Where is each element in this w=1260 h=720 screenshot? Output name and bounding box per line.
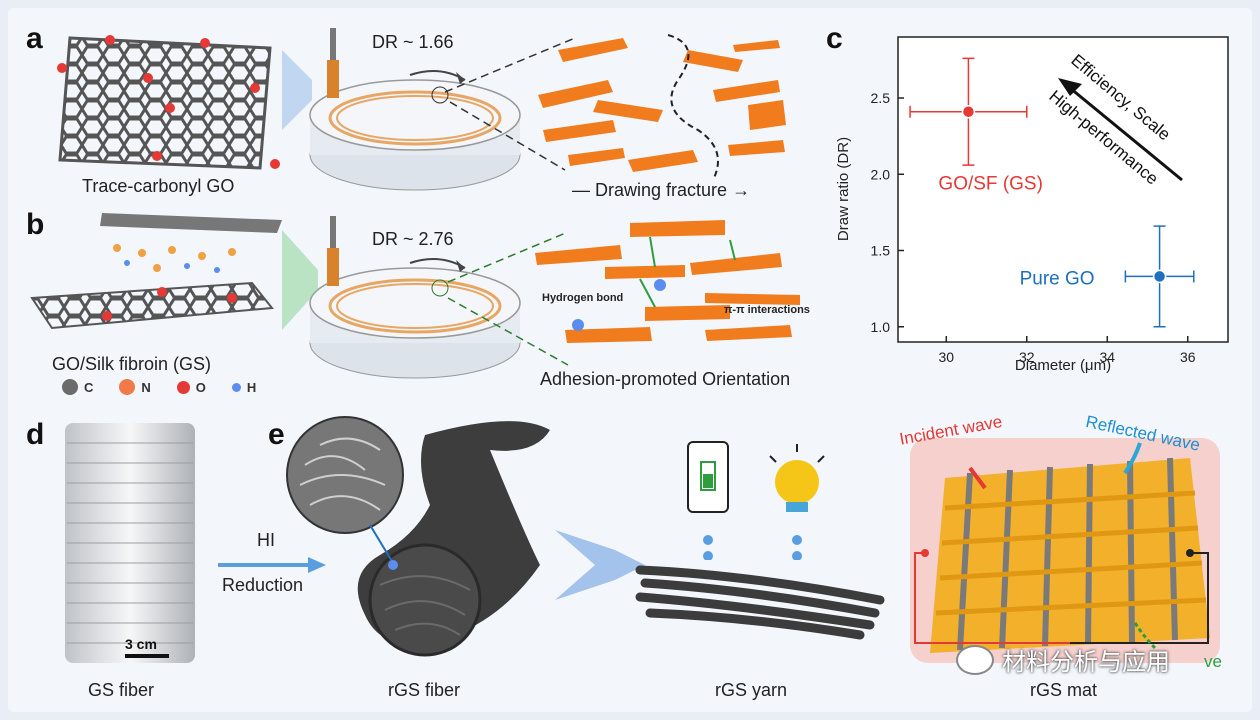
fracture-flakes — [538, 34, 786, 181]
caption-gs-fiber: GS fiber — [88, 680, 155, 700]
y-tick-label: 1.5 — [871, 243, 891, 259]
hi-label: HI — [257, 530, 275, 550]
caption-rgs-mat: rGS mat — [1030, 680, 1098, 700]
chevron-right-icon — [555, 530, 645, 600]
go-sf-layers-illustration — [30, 213, 282, 330]
legend-item-o: O — [176, 380, 206, 395]
draw-ratio-chart: 30 32 34 36 1.0 1.5 2.0 2.5 GO/SF (GS) Pure GO D… — [835, 36, 1229, 374]
device-icons — [687, 441, 825, 560]
pi-pi-interactions-label: π-π interactions — [724, 304, 810, 316]
legend-item-c: C — [62, 379, 93, 395]
atom-n-icon — [119, 379, 136, 395]
panel-letter-a: a — [26, 22, 43, 55]
atom-legend: C N O H — [62, 379, 256, 395]
go-lattice-illustration — [57, 35, 280, 170]
chart-ticks: 30 32 34 36 1.0 1.5 2.0 2.5 — [871, 90, 1196, 365]
rgs-mat-illustration — [910, 438, 1220, 663]
reduction-arrow-icon — [218, 557, 326, 573]
x-tick-label: 36 — [1180, 349, 1196, 365]
light-bulb-icon — [769, 444, 825, 560]
phone-battery-icon — [687, 441, 729, 560]
series-label: Pure GO — [1020, 268, 1095, 289]
dr-label-a: DR ~ 1.66 — [372, 32, 454, 52]
oriented-flakes — [535, 220, 800, 343]
series-label: GO/SF (GS) — [938, 174, 1042, 195]
gs-fiber-spool — [65, 423, 195, 663]
chart-marks: GO/SF (GS) Pure GO — [909, 57, 1195, 328]
legend-item-n: N — [119, 379, 151, 395]
caption-go-silk-fibroin: GO/Silk fibroin (GS) — [52, 354, 212, 374]
panel-letter-e: e — [268, 418, 285, 451]
drawing-fracture-label: — Drawing fracture → — [572, 180, 751, 200]
atom-o-icon — [176, 380, 190, 394]
atom-c-icon — [62, 379, 78, 395]
panel-letter-d: d — [26, 418, 45, 451]
chart-y-axis-label: Draw ratio (DR) — [835, 137, 852, 241]
data-point — [1152, 269, 1167, 284]
caption-rgs-yarn: rGS yarn — [715, 680, 788, 700]
y-tick-label: 2.5 — [871, 90, 891, 106]
rgs-yarn-illustration — [635, 565, 885, 640]
data-point — [961, 104, 976, 119]
atom-h-icon — [231, 382, 241, 392]
trend-arrow-icon — [1058, 78, 1183, 182]
partial-wave-label: ve — [1204, 652, 1222, 671]
panel-letter-b: b — [26, 208, 45, 241]
x-tick-label: 30 — [939, 349, 955, 365]
y-tick-label: 1.0 — [871, 319, 891, 335]
caption-trace-carbonyl-go: Trace-carbonyl GO — [82, 176, 235, 196]
watermark: 材料分析与应用 — [956, 642, 1170, 677]
chart-x-axis-label: Diameter (μm) — [1015, 357, 1111, 374]
panel-letter-c: c — [826, 22, 843, 55]
chart-plot-frame — [897, 36, 1229, 343]
dr-label-b: DR ~ 2.76 — [372, 229, 454, 249]
drawing-fracture-text: Drawing fracture — [595, 180, 728, 200]
watermark-text: 材料分析与应用 — [1002, 649, 1170, 676]
reduction-label: Reduction — [222, 575, 304, 595]
scale-bar-label: 3 cm — [125, 636, 157, 652]
x-tick-label: 32 — [1019, 349, 1035, 365]
rgs-fiber-illustration — [286, 416, 550, 657]
hydrogen-bond-label: Hydrogen bond — [542, 292, 624, 304]
caption-rgs-fiber: rGS fiber — [388, 680, 461, 700]
x-tick-label: 34 — [1099, 349, 1115, 365]
adhesion-orientation-label: Adhesion-promoted Orientation — [540, 369, 791, 389]
y-tick-label: 2.0 — [871, 166, 891, 182]
wechat-logo-icon — [956, 644, 994, 675]
legend-item-h: H — [231, 380, 256, 395]
